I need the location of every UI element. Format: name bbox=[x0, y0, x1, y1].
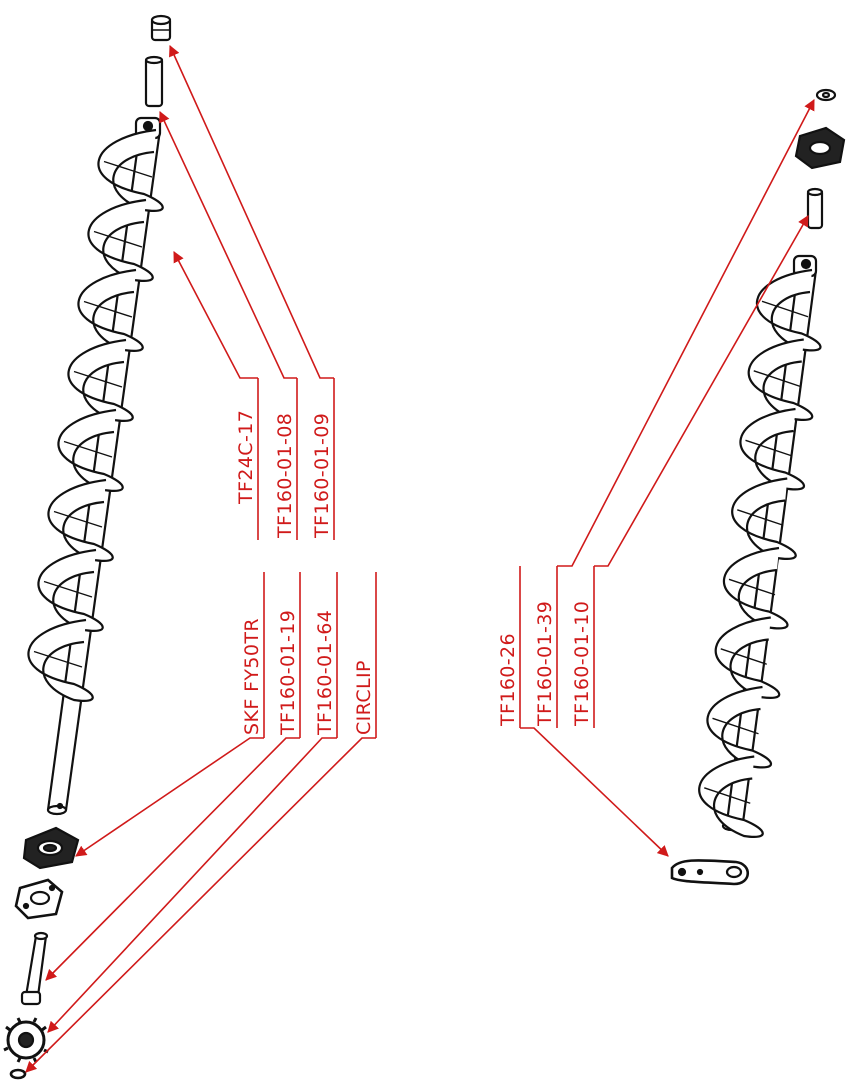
label-circlip: CIRCLIP bbox=[353, 660, 375, 735]
auger-flight-rib bbox=[103, 160, 153, 178]
auger-flight bbox=[739, 407, 806, 491]
auger-flight bbox=[77, 268, 144, 352]
right-top-washer bbox=[815, 88, 837, 102]
label-tf160-01-64: TF160-01-64 bbox=[314, 610, 336, 736]
auger-flight-rib bbox=[745, 439, 792, 457]
auger-flight-rib bbox=[720, 648, 767, 665]
leader-tf160-01-09 bbox=[169, 44, 334, 379]
leader-tf160-01-10 bbox=[594, 215, 809, 567]
leader-tf24c-17 bbox=[173, 251, 258, 379]
right-drive-plate bbox=[670, 859, 750, 886]
leader-skf-fy50tr bbox=[75, 737, 264, 857]
label-tf160-01-39: TF160-01-39 bbox=[534, 601, 556, 727]
leader-tf160-01-64 bbox=[47, 737, 337, 1033]
auger-flight bbox=[747, 338, 814, 421]
leader-lines bbox=[25, 44, 815, 1073]
auger-flight-rib bbox=[73, 370, 123, 388]
label-tf160-01-08: TF160-01-08 bbox=[274, 413, 296, 539]
label-tf160-26: TF160-26 bbox=[497, 633, 519, 727]
auger-flight-rib bbox=[737, 509, 784, 526]
auger-flight bbox=[755, 268, 822, 352]
label-tf160-01-09: TF160-01-09 bbox=[311, 413, 333, 539]
auger-flight-rib bbox=[704, 787, 751, 804]
auger-flight bbox=[722, 546, 789, 630]
label-skf-fy50tr: SKF FY50TR bbox=[241, 618, 263, 735]
auger-flight-rib bbox=[53, 510, 103, 528]
auger-flight-rib bbox=[93, 230, 143, 248]
label-tf160-01-10: TF160-01-10 bbox=[571, 601, 593, 727]
auger-flight-rib bbox=[753, 370, 800, 387]
left-sprocket bbox=[3, 1017, 49, 1063]
auger-flight-rib bbox=[83, 300, 133, 318]
auger-flight-rib bbox=[761, 300, 809, 318]
left-top-nut bbox=[150, 14, 172, 42]
auger-flight bbox=[731, 477, 797, 560]
auger-flight bbox=[67, 338, 134, 422]
left-auger-assembly bbox=[3, 14, 172, 1080]
auger-flight bbox=[47, 478, 114, 562]
left-flange-plate bbox=[14, 878, 64, 920]
auger-flight-rib bbox=[33, 650, 83, 668]
auger-flight-rib bbox=[728, 578, 776, 596]
leader-tf160-01-08 bbox=[159, 110, 297, 379]
auger-flight-rib bbox=[43, 580, 93, 598]
auger-flight bbox=[87, 198, 154, 282]
leader-tf160-01-19 bbox=[45, 737, 300, 981]
auger-flight bbox=[57, 408, 124, 492]
auger-flight bbox=[27, 618, 94, 702]
right-flange-bearing bbox=[794, 126, 846, 170]
auger-flight bbox=[97, 128, 164, 212]
leader-circlip bbox=[25, 737, 376, 1073]
right-auger-flights bbox=[698, 268, 822, 838]
labels: TF24C-17 TF160-01-08 TF160-01-09 SKF FY5… bbox=[235, 410, 593, 736]
leader-tf160-26 bbox=[520, 727, 669, 857]
right-auger-assembly bbox=[670, 88, 846, 886]
label-tf160-01-19: TF160-01-19 bbox=[277, 610, 299, 736]
left-auger-flights bbox=[27, 128, 164, 702]
left-stub-shaft bbox=[20, 931, 49, 1006]
label-tf24c-17: TF24C-17 bbox=[235, 410, 257, 505]
left-top-pin bbox=[144, 55, 164, 108]
left-circlip bbox=[9, 1068, 27, 1080]
auger-flight bbox=[714, 616, 781, 699]
leader-tf160-01-39 bbox=[557, 99, 815, 567]
left-flange-bearing bbox=[22, 826, 80, 870]
auger-flight bbox=[698, 755, 764, 838]
auger-flight-rib bbox=[63, 440, 113, 458]
right-top-pin bbox=[806, 187, 824, 230]
auger-flight-rib bbox=[712, 717, 759, 735]
auger-flight bbox=[37, 548, 104, 632]
auger-flight bbox=[706, 685, 773, 769]
